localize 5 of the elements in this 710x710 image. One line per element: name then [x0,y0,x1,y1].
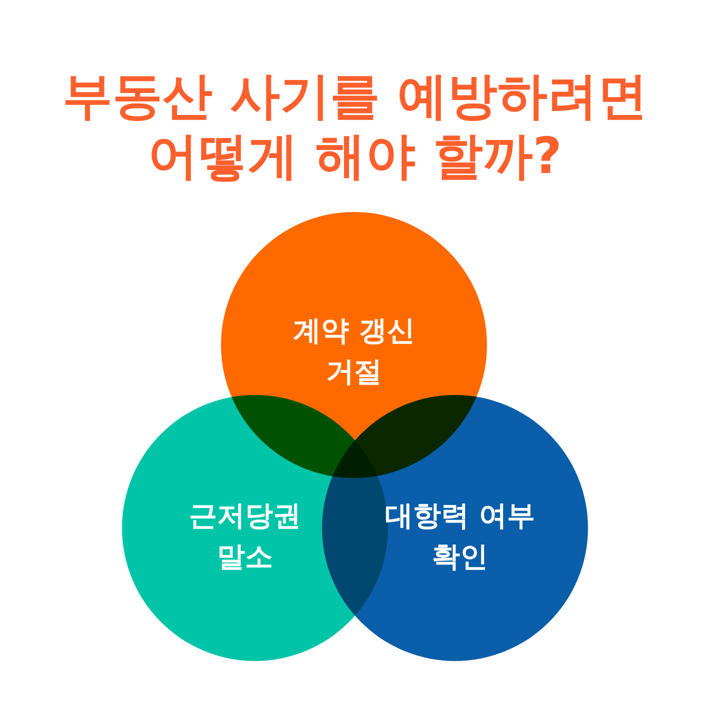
circle-label: 계약 갱신 거절 [292,313,416,390]
title: 부동산 사기를 예방하려면 어떻게 해야 할까? [62,66,648,186]
circle-label: 근저당권 말소 [188,498,302,575]
circle-label: 대항력 여부 확인 [384,498,536,575]
venn-circle [322,395,588,661]
